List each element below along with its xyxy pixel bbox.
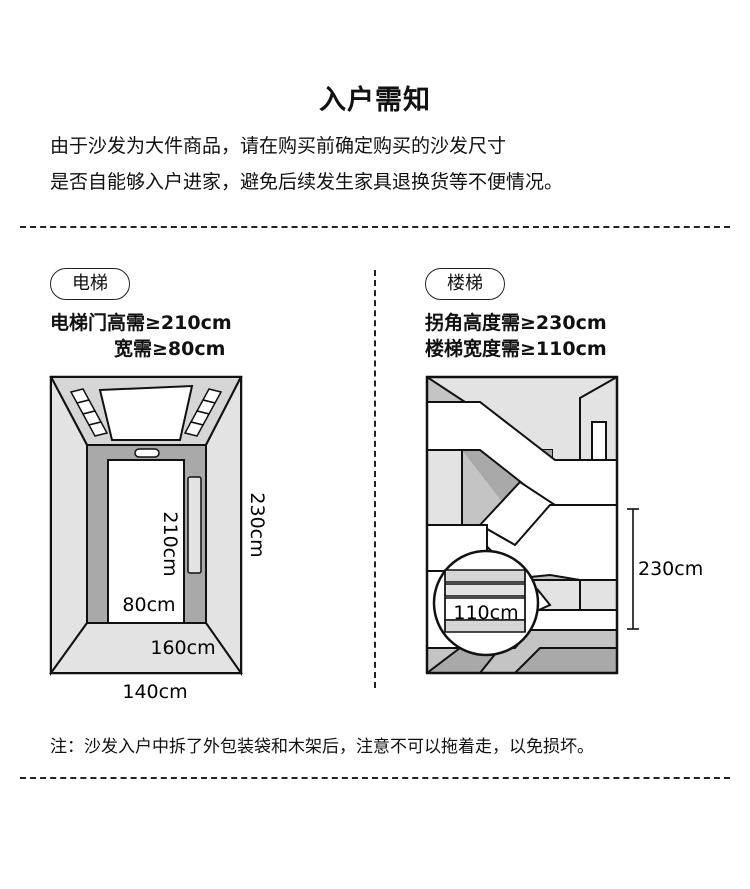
- right-vent: [183, 388, 223, 437]
- door-width-label: 80cm: [122, 594, 175, 616]
- floor-indicator: [134, 448, 160, 458]
- page-title: 入户需知: [319, 85, 431, 116]
- stairs-illustration: 110cm 230cm: [425, 375, 703, 675]
- intro-line-2: 是否自能够入户进家，避免后续发生家具退换货等不便情况。: [50, 171, 564, 193]
- footer-note: 注：沙发入户中拆了外包装袋和木架后，注意不可以拖着走，以免损坏。: [50, 737, 594, 757]
- elevator-illustration: 210cm 80cm 230cm 160cm 140cm: [49, 375, 268, 703]
- bottom-divider: [20, 777, 730, 779]
- elevator-floor: [49, 622, 243, 674]
- intro-line-1: 由于沙发为大件商品，请在购买前确定购买的沙发尺寸: [50, 135, 507, 157]
- magnifier-callout: 110cm: [432, 549, 552, 657]
- top-divider: [20, 226, 730, 228]
- stairs-requirement-width: 楼梯宽度需≥110cm: [425, 338, 607, 360]
- center-divider: [374, 270, 376, 688]
- left-vent: [69, 388, 109, 437]
- elevator-door: [107, 459, 185, 624]
- elevator-requirement-width: 宽需≥80cm: [114, 338, 226, 360]
- elevator-tag: 电梯: [50, 268, 130, 300]
- door-height-label: 210cm: [159, 511, 181, 576]
- stairs-frame: [425, 375, 619, 675]
- control-panel: [187, 476, 202, 574]
- stairs-tag: 楼梯: [425, 268, 505, 300]
- stairs-width-label: 110cm: [453, 602, 518, 624]
- stairs-height-label: 230cm: [638, 558, 703, 580]
- elevator-requirement-height: 电梯门高需≥210cm: [50, 312, 232, 334]
- car-width-label: 140cm: [122, 681, 187, 703]
- stairs-requirement-height: 拐角高度需≥230cm: [425, 312, 607, 334]
- ceiling-light: [98, 384, 194, 441]
- floor-depth-label: 160cm: [150, 637, 215, 659]
- car-height-label: 230cm: [246, 492, 268, 557]
